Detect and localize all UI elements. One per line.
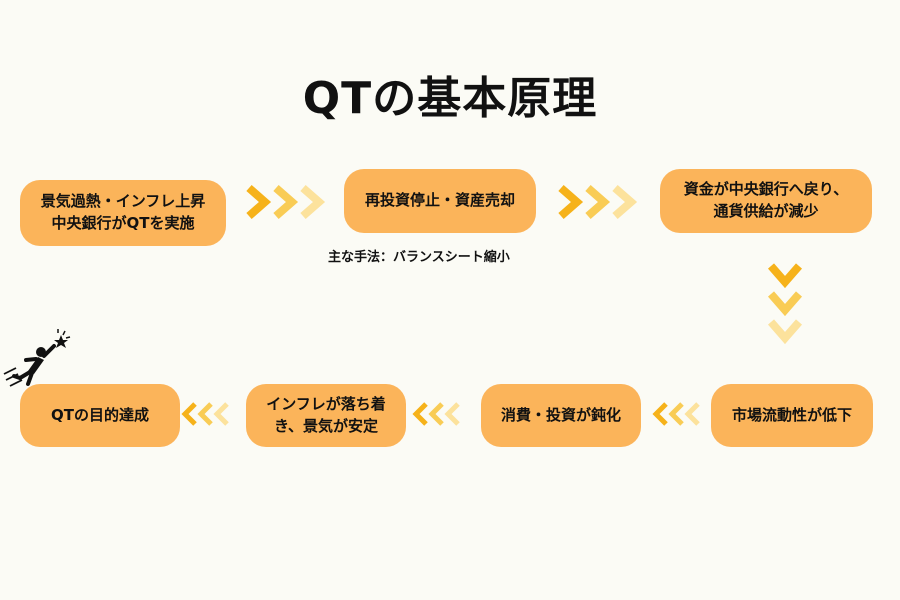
arrow-down <box>767 263 803 345</box>
step-liquidity-decline: 市場流動性が低下 <box>711 384 873 447</box>
page-title: QTの基本原理 <box>302 73 598 124</box>
step-qt-goal-achieved: QTの目的達成 <box>20 384 180 447</box>
step-economy-stable: インフレが落ち着 き、景気が安定 <box>246 384 406 447</box>
step-consumption-slowdown: 消費・投資が鈍化 <box>481 384 641 447</box>
method-note: 主な手法：バランスシート縮小 <box>328 250 510 265</box>
step-money-supply-decrease: 資金が中央銀行へ戻り、 通貨供給が減少 <box>660 169 872 233</box>
arrow-left-2 <box>412 402 460 426</box>
arrow-right-2 <box>558 184 638 220</box>
arrow-left-1 <box>652 402 700 426</box>
step-stop-reinvestment: 再投資停止・資産売却 <box>344 169 536 233</box>
step-inflation-rising: 景気過熱・インフレ上昇 中央銀行がQTを実施 <box>20 180 226 246</box>
runner-reaching-star-icon <box>3 329 71 387</box>
arrow-left-3 <box>181 402 229 426</box>
arrow-right-1 <box>246 184 326 220</box>
